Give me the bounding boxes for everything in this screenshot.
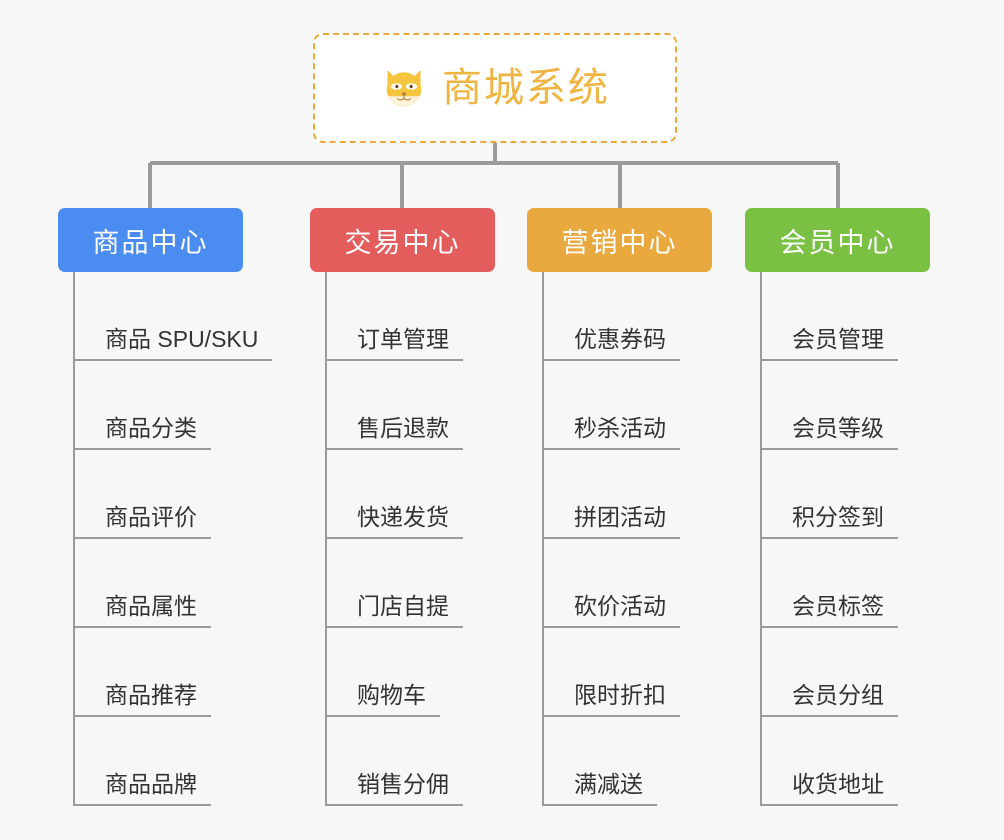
leaf-item[interactable]: 商品属性	[73, 539, 258, 628]
branch-column-1: 交易中心 订单管理 售后退款 快递发货 门店自提 购物车	[310, 208, 495, 806]
leaf-underline	[73, 448, 211, 450]
leaf-label: 优惠券码	[574, 326, 666, 352]
branch-header-label-2: 营销中心	[561, 227, 678, 258]
leaf-label: 购物车	[357, 682, 426, 708]
leaf-underline	[325, 626, 463, 628]
leaf-item[interactable]: 销售分佣	[325, 717, 495, 806]
leaf-label: 会员管理	[792, 326, 884, 352]
branch-header-3[interactable]: 会员中心	[745, 208, 930, 272]
leaf-label: 商品分类	[105, 415, 197, 441]
leaf-label: 会员标签	[792, 593, 884, 619]
branch-header-label-3: 会员中心	[779, 227, 896, 258]
leaf-underline	[760, 537, 898, 539]
leaf-item[interactable]: 商品品牌	[73, 717, 258, 806]
leaf-label: 商品评价	[105, 504, 197, 530]
leaf-underline	[325, 359, 463, 361]
leaf-underline	[542, 448, 680, 450]
leaf-item[interactable]: 会员管理	[760, 272, 930, 361]
leaf-item[interactable]: 商品推荐	[73, 628, 258, 717]
leaf-item[interactable]: 订单管理	[325, 272, 495, 361]
leaf-item[interactable]: 会员等级	[760, 361, 930, 450]
leaf-list-3: 会员管理 会员等级 积分签到 会员标签 会员分组 收货地址	[760, 272, 930, 806]
branch-column-2: 营销中心 优惠券码 秒杀活动 拼团活动 砍价活动 限时折扣	[527, 208, 712, 806]
root-title: 商城系统	[442, 66, 610, 110]
leaf-spine-3	[760, 272, 762, 806]
leaf-label: 秒杀活动	[574, 415, 666, 441]
branch-column-3: 会员中心 会员管理 会员等级 积分签到 会员标签 会员分组	[745, 208, 930, 806]
leaf-label: 商品品牌	[105, 771, 197, 797]
leaf-item[interactable]: 会员标签	[760, 539, 930, 628]
leaf-item[interactable]: 商品评价	[73, 450, 258, 539]
leaf-underline	[542, 537, 680, 539]
leaf-item[interactable]: 收货地址	[760, 717, 930, 806]
leaf-underline	[325, 715, 440, 717]
leaf-underline	[760, 715, 898, 717]
leaf-label: 售后退款	[357, 415, 449, 441]
leaf-underline	[325, 804, 463, 806]
leaf-label: 订单管理	[357, 326, 449, 352]
leaf-underline	[542, 359, 680, 361]
shiba-dog-face-icon	[386, 70, 422, 107]
leaf-label: 满减送	[574, 771, 643, 797]
leaf-underline	[73, 804, 211, 806]
leaf-label: 砍价活动	[574, 593, 666, 619]
branch-header-0[interactable]: 商品中心	[58, 208, 243, 272]
leaf-label: 积分签到	[792, 504, 884, 530]
leaf-underline	[73, 715, 211, 717]
leaf-item[interactable]: 快递发货	[325, 450, 495, 539]
leaf-label: 商品推荐	[105, 682, 197, 708]
leaf-label: 会员分组	[792, 682, 884, 708]
leaf-spine-0	[73, 272, 75, 806]
leaf-underline	[542, 715, 680, 717]
leaf-underline	[325, 537, 463, 539]
leaf-item[interactable]: 砍价活动	[542, 539, 712, 628]
leaf-spine-2	[542, 272, 544, 806]
leaf-underline	[325, 448, 463, 450]
branch-column-0: 商品中心 商品 SPU/SKU 商品分类 商品评价 商品属性 商品推荐	[58, 208, 272, 806]
root-node[interactable]: 商城系统	[313, 33, 677, 143]
leaf-underline	[73, 359, 272, 361]
leaf-item[interactable]: 满减送	[542, 717, 712, 806]
leaf-item[interactable]: 购物车	[325, 628, 495, 717]
leaf-item[interactable]: 商品分类	[73, 361, 258, 450]
leaf-item[interactable]: 优惠券码	[542, 272, 712, 361]
leaf-item[interactable]: 门店自提	[325, 539, 495, 628]
leaf-label: 会员等级	[792, 415, 884, 441]
leaf-label: 限时折扣	[574, 682, 666, 708]
leaf-item[interactable]: 会员分组	[760, 628, 930, 717]
branch-header-label-0: 商品中心	[92, 227, 209, 258]
leaf-list-1: 订单管理 售后退款 快递发货 门店自提 购物车 销售分佣	[325, 272, 495, 806]
leaf-label: 快递发货	[357, 504, 449, 530]
leaf-item[interactable]: 商品 SPU/SKU	[73, 272, 272, 361]
leaf-underline	[542, 626, 680, 628]
leaf-list-0: 商品 SPU/SKU 商品分类 商品评价 商品属性 商品推荐 商品品牌	[73, 272, 272, 806]
leaf-underline	[760, 359, 898, 361]
leaf-item[interactable]: 限时折扣	[542, 628, 712, 717]
branch-header-1[interactable]: 交易中心	[310, 208, 495, 272]
leaf-underline	[760, 804, 898, 806]
leaf-item[interactable]: 积分签到	[760, 450, 930, 539]
leaf-list-2: 优惠券码 秒杀活动 拼团活动 砍价活动 限时折扣 满减送	[542, 272, 712, 806]
leaf-label: 门店自提	[357, 593, 449, 619]
leaf-label: 拼团活动	[574, 504, 666, 530]
leaf-underline	[760, 448, 898, 450]
branch-header-2[interactable]: 营销中心	[527, 208, 712, 272]
leaf-label: 商品属性	[105, 593, 197, 619]
leaf-spine-1	[325, 272, 327, 806]
leaf-item[interactable]: 拼团活动	[542, 450, 712, 539]
leaf-underline	[760, 626, 898, 628]
leaf-underline	[73, 537, 211, 539]
leaf-label: 销售分佣	[357, 771, 449, 797]
leaf-underline	[73, 626, 211, 628]
leaf-label: 收货地址	[792, 771, 884, 797]
leaf-underline	[542, 804, 657, 806]
leaf-item[interactable]: 售后退款	[325, 361, 495, 450]
branch-header-label-1: 交易中心	[344, 227, 461, 258]
leaf-item[interactable]: 秒杀活动	[542, 361, 712, 450]
leaf-label: 商品 SPU/SKU	[105, 326, 259, 352]
